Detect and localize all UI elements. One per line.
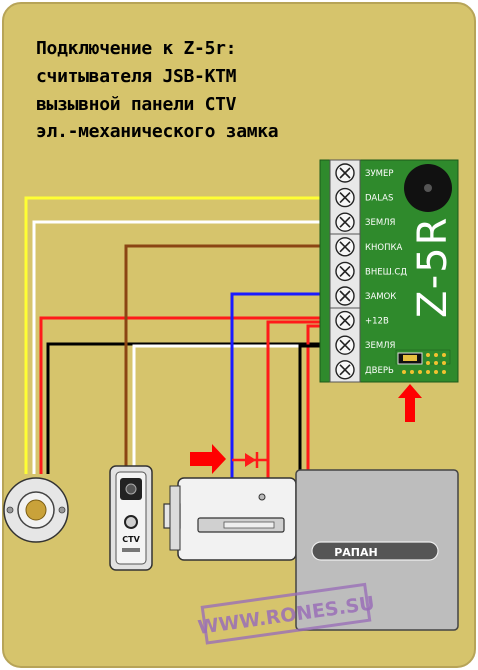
watermark-frame bbox=[200, 582, 372, 645]
psu-label-plate bbox=[311, 541, 439, 561]
terminal-screw-icon bbox=[335, 261, 355, 282]
terminal-screw-icon bbox=[335, 163, 355, 183]
reader-screw-1 bbox=[6, 506, 14, 514]
title-line-2: считывателя JSB-KTM bbox=[36, 66, 237, 87]
panel-camera-icon bbox=[125, 483, 137, 495]
title-line-1: Подключение к Z-5r: bbox=[36, 38, 237, 59]
lock-arrow-icon bbox=[190, 444, 226, 474]
board-name: Z-5R bbox=[410, 216, 456, 318]
panel-call-button-icon bbox=[124, 515, 138, 529]
wire-red-reader bbox=[39, 316, 322, 474]
terminal-labels: ЗУМЕР DALAS ЗЕМЛЯ КНОПКА ВНЕШ.СД ЗАМОК +12В ЗЕМ… bbox=[365, 169, 407, 376]
wire-yellow bbox=[24, 196, 322, 474]
wire-red-lock bbox=[266, 320, 322, 478]
lock-screw bbox=[258, 493, 266, 501]
terminal-label: ДВЕРЬ bbox=[365, 366, 394, 376]
buzzer-hole bbox=[424, 184, 432, 192]
terminal-label: ВНЕШ.СД bbox=[365, 267, 407, 277]
terminal-label: КНОПКА bbox=[365, 243, 403, 253]
terminal-screw-icon bbox=[335, 310, 355, 331]
reader-screw-2 bbox=[58, 506, 66, 514]
terminal-screws bbox=[335, 163, 355, 380]
jumper-arrow-icon bbox=[398, 384, 422, 422]
terminal-label: DALAS bbox=[365, 194, 393, 204]
terminal-screw-icon bbox=[335, 360, 355, 380]
electromechanical-lock bbox=[163, 477, 297, 561]
terminal-label: ЗУМЕР bbox=[365, 169, 393, 179]
panel-speaker bbox=[122, 548, 140, 552]
jumper-cap-inner bbox=[403, 355, 417, 361]
controller-board: ЗУМЕР DALAS ЗЕМЛЯ КНОПКА ВНЕШ.СД ЗАМОК +12В ЗЕМ… bbox=[319, 159, 459, 383]
psu-label: РАПАН bbox=[334, 546, 378, 559]
wire-white-panel bbox=[132, 344, 322, 466]
terminal-screw-icon bbox=[335, 212, 355, 232]
lock-faceplate bbox=[169, 485, 181, 551]
call-panel: CTV bbox=[109, 465, 153, 571]
wire-blue bbox=[230, 292, 322, 478]
terminal-label: ЗАМОК bbox=[365, 292, 396, 302]
terminal-screw-icon bbox=[335, 286, 355, 306]
jumper-pins bbox=[402, 353, 446, 374]
terminal-screw-icon bbox=[335, 237, 355, 257]
wire-white-reader bbox=[32, 220, 322, 474]
terminal-screw-icon bbox=[335, 187, 355, 208]
wire-brown bbox=[124, 244, 322, 466]
reader-contact bbox=[25, 499, 47, 521]
title-line-3: вызывной панели CTV bbox=[36, 94, 237, 115]
terminal-label: +12В bbox=[365, 317, 389, 327]
diode-triangle bbox=[245, 453, 256, 467]
lock-key-slot bbox=[223, 521, 275, 529]
terminal-screw-icon bbox=[335, 335, 355, 355]
panel-label: CTV bbox=[122, 535, 140, 544]
terminal-label: ЗЕМЛЯ bbox=[365, 218, 396, 228]
wire-black-psu bbox=[298, 344, 322, 472]
power-supply: РАПАН bbox=[295, 469, 459, 631]
title-line-4: эл.-механического замка bbox=[36, 121, 279, 142]
terminal-label: ЗЕМЛЯ bbox=[365, 341, 396, 351]
key-reader bbox=[3, 477, 69, 543]
